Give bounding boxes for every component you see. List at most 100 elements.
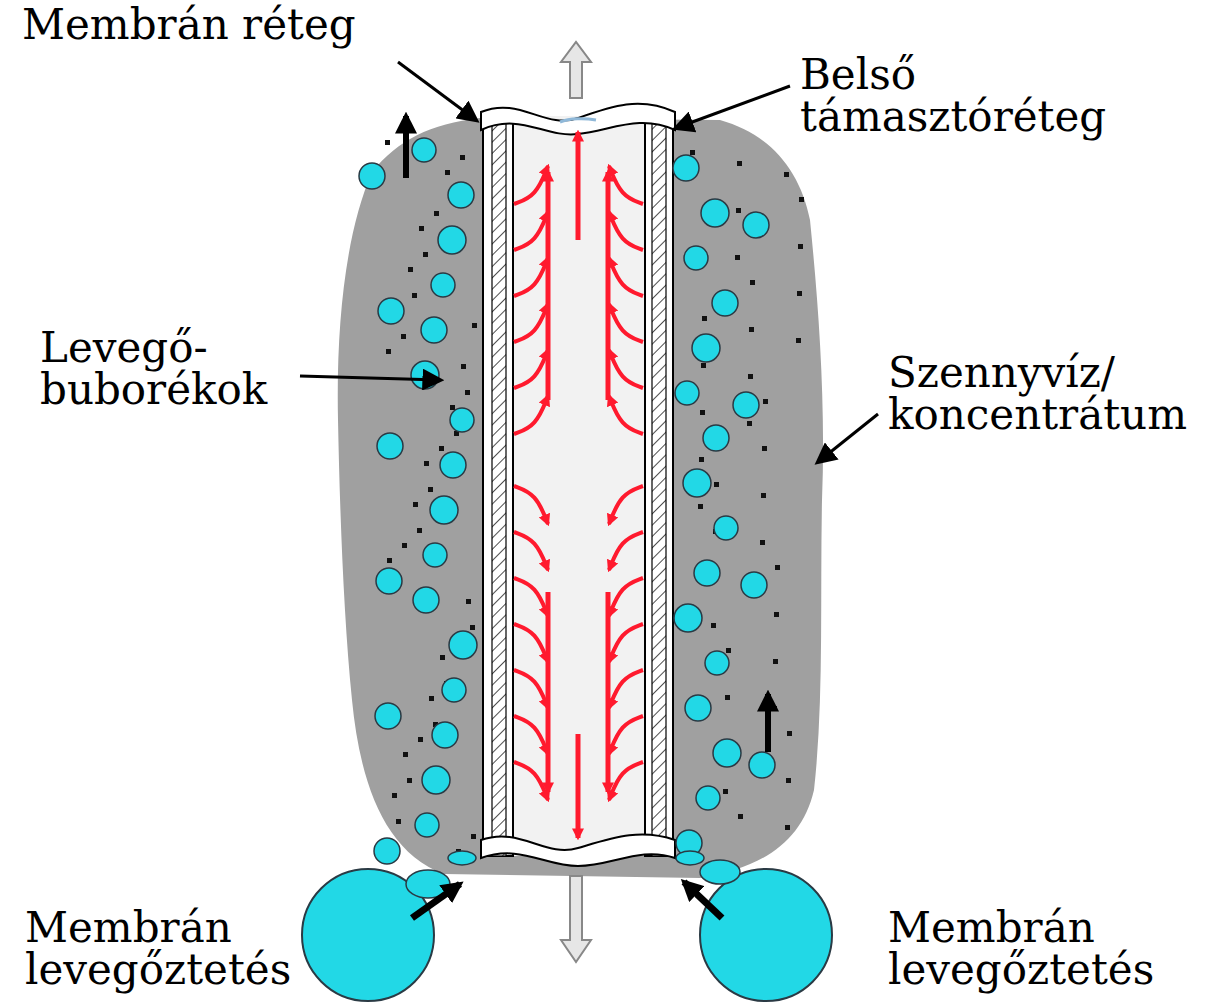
- flow-arrow: [609, 670, 643, 708]
- support-layer: [492, 116, 506, 856]
- air-bubble: [685, 695, 711, 721]
- tube-interior: [512, 116, 646, 856]
- air-bubble: [705, 651, 729, 675]
- particle: [698, 504, 703, 509]
- flow-arrow: [606, 592, 611, 792]
- particle: [785, 825, 790, 830]
- flow-arrow: [576, 734, 581, 838]
- upflow-arrow: [403, 116, 409, 178]
- air-bubble: [440, 452, 466, 478]
- air-bubble: [423, 543, 447, 567]
- upflow-arrow: [765, 694, 771, 752]
- particle: [784, 172, 789, 177]
- air-bubble: [376, 568, 402, 594]
- membrane-layer: [483, 116, 513, 856]
- particle: [750, 280, 755, 285]
- part-label: Membrán levegőztetés: [25, 907, 335, 991]
- part-label: Levegő- buborékok: [40, 327, 295, 411]
- flow-arrow: [609, 762, 643, 800]
- air-bubble: [673, 155, 699, 181]
- particle: [472, 323, 477, 328]
- air-bubbles: [359, 138, 804, 864]
- air-bubble: [683, 469, 711, 497]
- particle: [762, 446, 767, 451]
- particle: [445, 170, 450, 175]
- particle: [386, 349, 391, 354]
- air-bubble: [733, 392, 759, 418]
- particle: [465, 390, 470, 395]
- particle: [736, 208, 741, 213]
- air-bubble: [413, 587, 439, 613]
- particle: [440, 655, 445, 660]
- flow-arrow: [514, 304, 548, 342]
- flow-arrow: [609, 212, 643, 250]
- particle: [412, 293, 417, 298]
- air-bubble: [694, 560, 720, 586]
- flow-arrow: [606, 172, 611, 400]
- particle: [699, 457, 704, 462]
- particle: [735, 255, 740, 260]
- particle: [434, 211, 439, 216]
- air-bubble: [714, 516, 738, 540]
- flow-arrow: [609, 624, 643, 662]
- air-bubble: [421, 317, 447, 343]
- aeration-arrow: [684, 882, 722, 918]
- air-bubble: [675, 381, 699, 405]
- particle: [423, 252, 428, 257]
- particle: [796, 338, 801, 343]
- air-bubble: [448, 182, 474, 208]
- particle: [429, 696, 434, 701]
- tube-cap: [481, 104, 675, 135]
- particle: [466, 599, 471, 604]
- particle: [439, 446, 444, 451]
- particle: [761, 493, 766, 498]
- particle: [396, 819, 401, 824]
- air-bubble: [377, 433, 403, 459]
- tube-cap: [481, 835, 675, 866]
- air-bubble: [412, 138, 436, 162]
- particle: [700, 410, 705, 415]
- flow-arrow: [609, 350, 643, 388]
- flow-arrow: [514, 670, 548, 708]
- flow-arrow: [514, 486, 548, 524]
- particle: [723, 789, 728, 794]
- particle: [787, 731, 792, 736]
- leader-arrow: [300, 376, 440, 380]
- flow-arrow: [514, 212, 548, 250]
- air-bubble: [696, 786, 720, 810]
- air-bubble: [411, 361, 439, 389]
- particle: [711, 623, 716, 628]
- flow-arrow: [514, 624, 548, 662]
- air-bubble: [438, 226, 466, 254]
- flow-arrow: [609, 532, 643, 570]
- flow-arrow: [514, 532, 548, 570]
- air-bubble: [374, 838, 400, 864]
- particle: [401, 334, 406, 339]
- flow-arrow: [609, 258, 643, 296]
- particle: [738, 814, 743, 819]
- flow-arrow: [546, 172, 551, 400]
- particle: [471, 834, 476, 839]
- particle: [748, 374, 753, 379]
- part-label: Szennyvíz/ koncentrátum: [888, 352, 1202, 436]
- particle: [786, 778, 791, 783]
- flow-arrow: [609, 716, 643, 754]
- part-label: Belső támasztóréteg: [800, 54, 1140, 138]
- flow-arrow: [546, 592, 551, 792]
- particle: [419, 226, 424, 231]
- air-bubble: [432, 722, 458, 748]
- particle: [392, 793, 397, 798]
- air-bubble: [450, 408, 474, 432]
- air-bubble: [415, 813, 439, 837]
- flow-arrow: [609, 166, 643, 204]
- air-bubble: [741, 572, 767, 598]
- part-label: Membrán réteg: [22, 4, 422, 46]
- air-bubble: [449, 631, 477, 659]
- particle: [749, 327, 754, 332]
- flow-arrow: [514, 396, 548, 434]
- aeration-arrow: [412, 884, 460, 918]
- air-bubble: [674, 604, 702, 632]
- flow-arrow: [576, 132, 581, 240]
- particle: [403, 752, 408, 757]
